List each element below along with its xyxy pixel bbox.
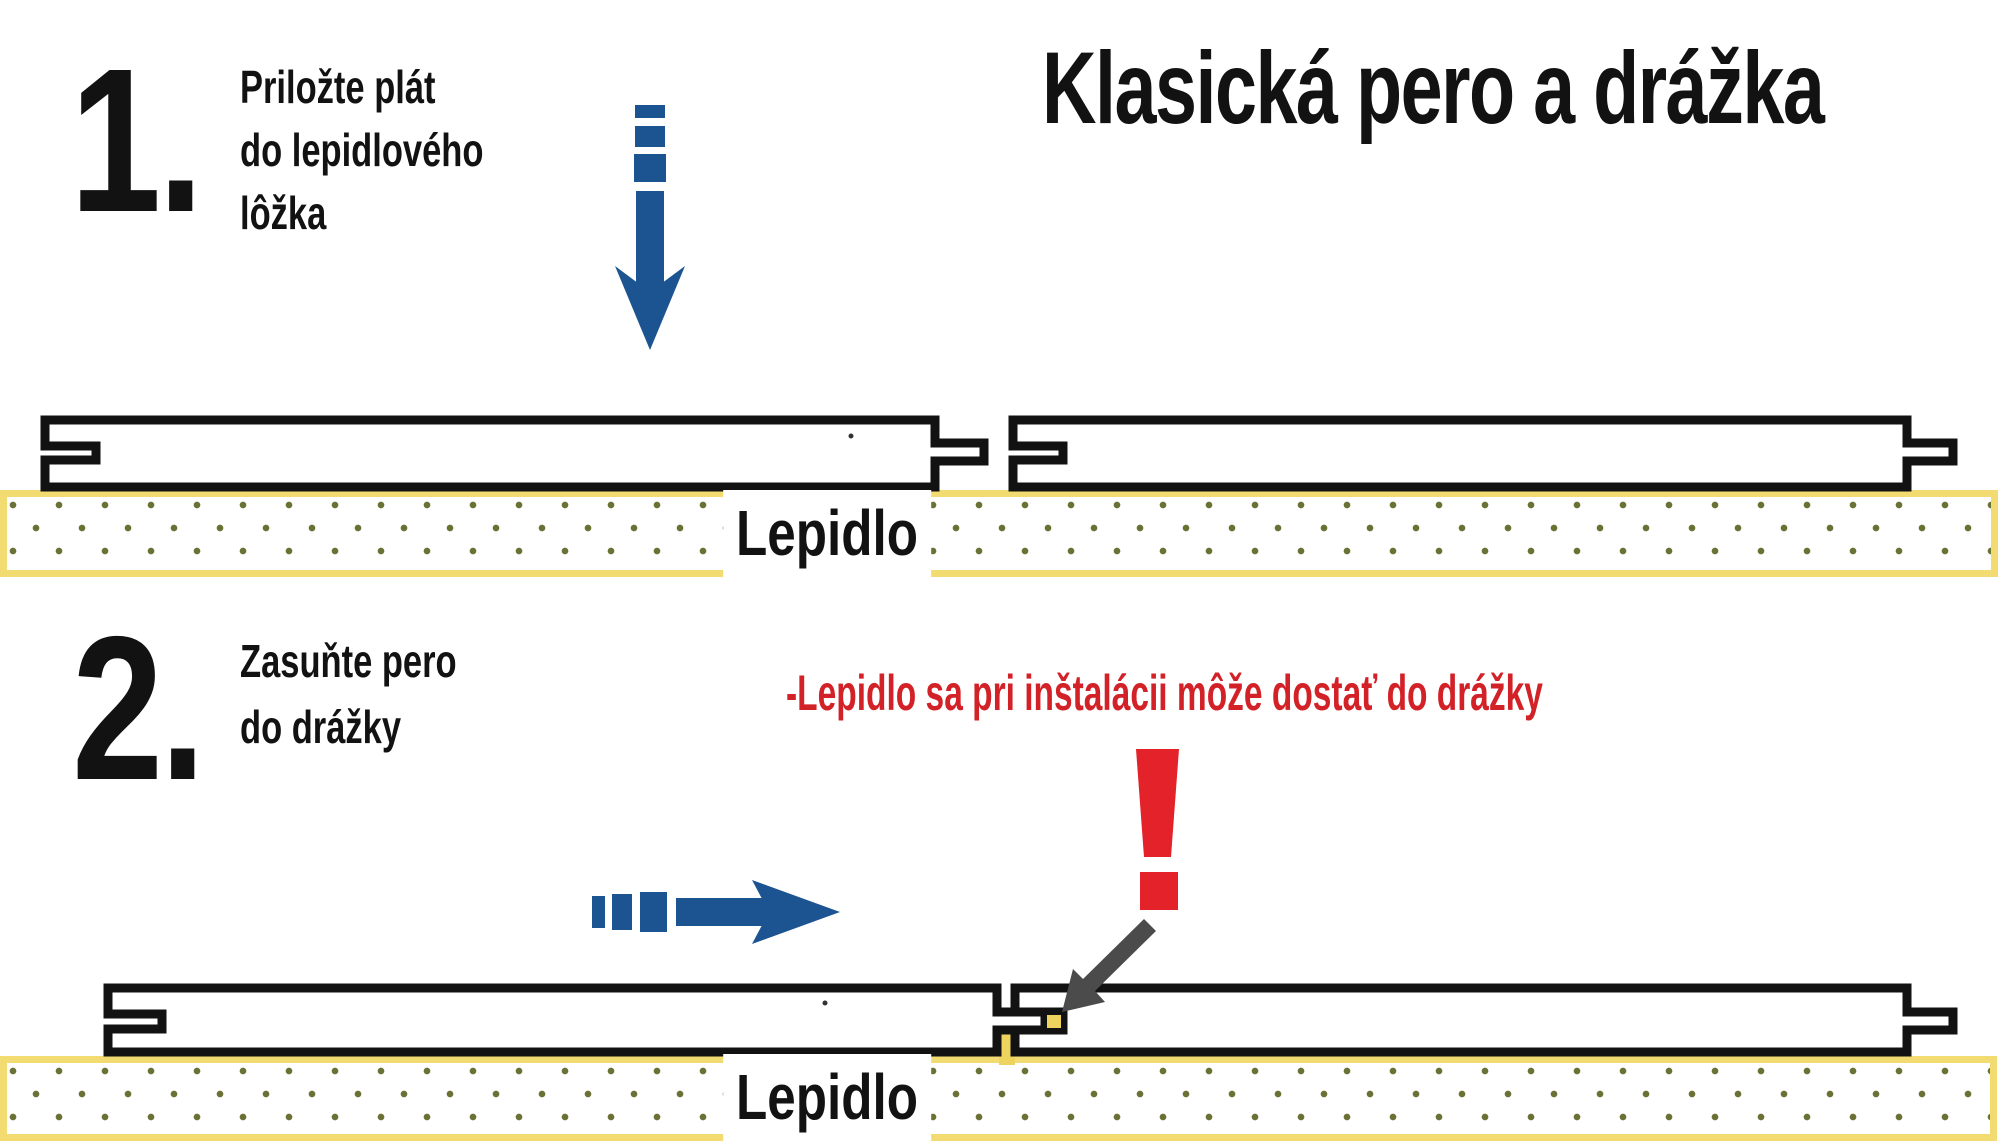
- step2-line2: do drážky: [240, 701, 402, 753]
- step2-line1: Zasuňte pero: [240, 635, 457, 687]
- exclamation-icon: [1136, 749, 1179, 910]
- warning-text: -Lepidlo sa pri inštalácii môže dostať d…: [786, 665, 1543, 721]
- glue-bed-top-labelwrap: Lepidlo: [697, 490, 957, 577]
- glue-bed-bottom-label: Lepidlo: [723, 1054, 931, 1141]
- dust-speck: [822, 1000, 828, 1006]
- glue-bed-bottom: [0, 1056, 1997, 1141]
- plank-top-left: [40, 415, 989, 492]
- joint-pointer-arrow-icon: [1062, 919, 1156, 1012]
- step1-number: 1.: [70, 26, 204, 255]
- step1-line1: Priložte plát: [240, 61, 436, 113]
- glue-dot-in-groove: [1047, 1015, 1061, 1028]
- glue-bed-top: [0, 490, 1998, 577]
- step1-text: Priložte plát do lepidlového lôžka: [240, 56, 483, 245]
- step2-number: 2.: [72, 594, 206, 823]
- plank-bottom-right: [1010, 983, 1958, 1057]
- glue-bed-top-label: Lepidlo: [723, 490, 931, 577]
- dust-speck: [848, 433, 854, 439]
- step1-line3: lôžka: [240, 187, 327, 239]
- glue-bed-bottom-labelwrap: Lepidlo: [697, 1054, 957, 1141]
- arrow-down-icon: [615, 105, 685, 350]
- page-title: Klasická pero a drážka: [1042, 31, 1825, 145]
- plank-bottom-left: [103, 983, 1050, 1057]
- arrow-right-icon: [592, 880, 840, 944]
- plank-top-right: [1008, 415, 1958, 492]
- step1-line2: do lepidlového: [240, 124, 484, 176]
- step2-text: Zasuňte pero do drážky: [240, 628, 457, 760]
